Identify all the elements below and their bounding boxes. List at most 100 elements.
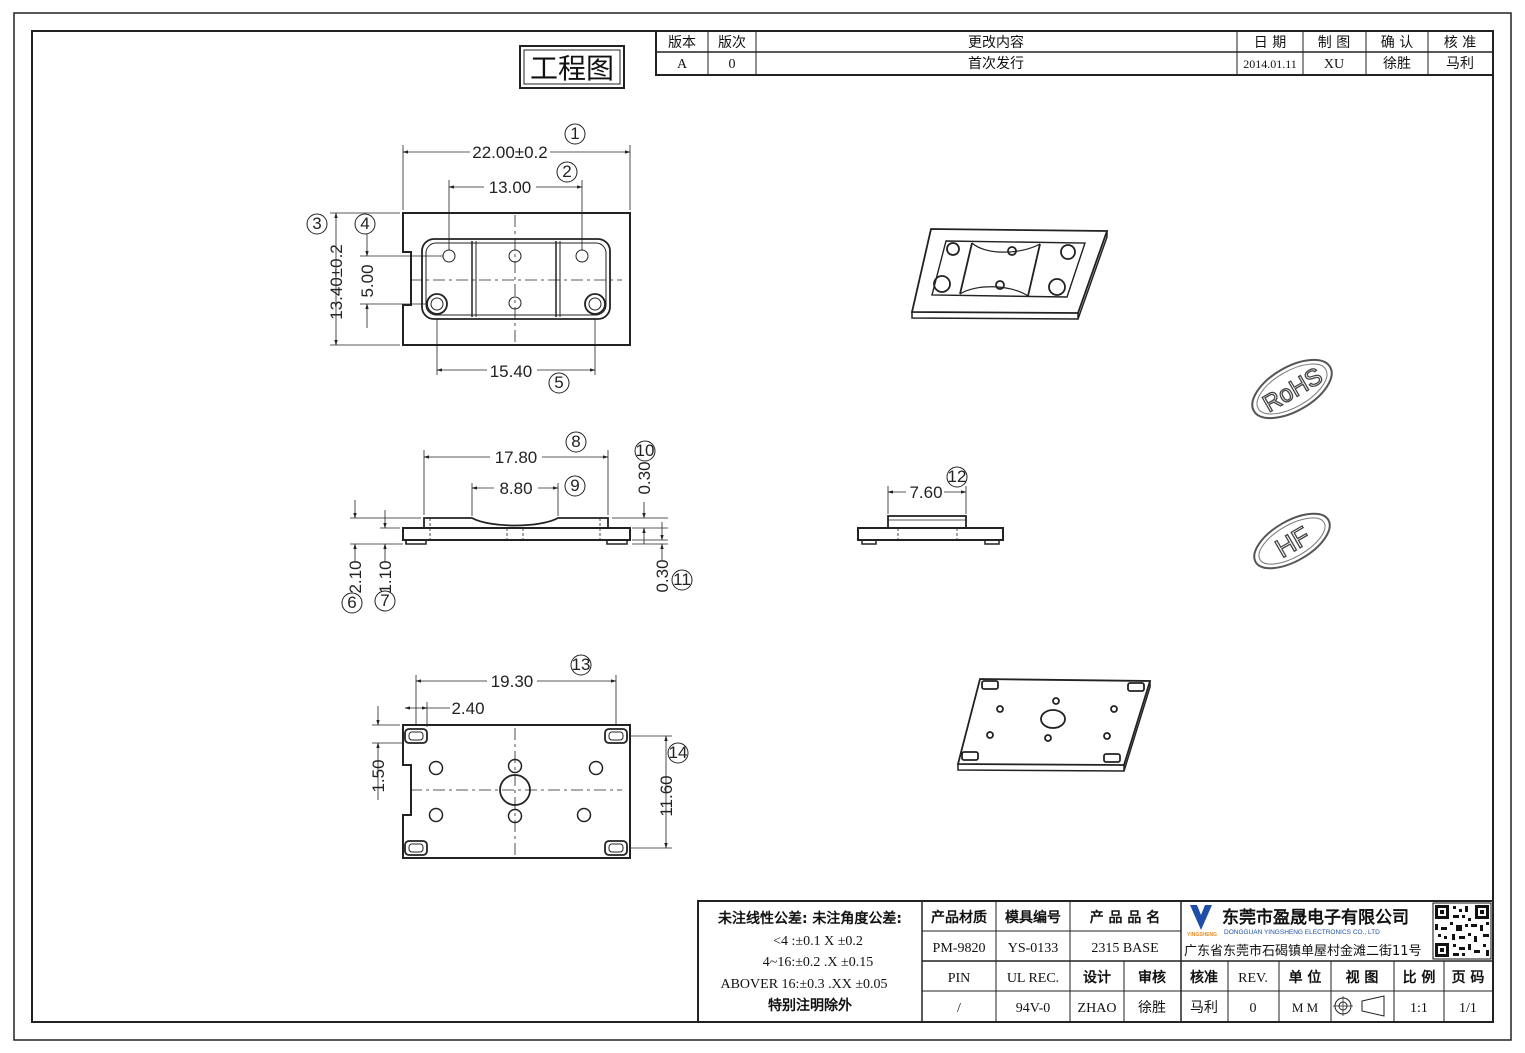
svg-text:5: 5 — [554, 373, 563, 392]
svg-text:11: 11 — [673, 570, 691, 589]
svg-text:更改内容: 更改内容 — [968, 34, 1024, 51]
svg-text:模具编号: 模具编号 — [1005, 909, 1061, 926]
svg-text:10: 10 — [636, 441, 655, 460]
revision-table — [655, 30, 1494, 76]
svg-text:4: 4 — [360, 214, 369, 233]
svg-text:12: 12 — [948, 467, 967, 486]
svg-text:制 图: 制 图 — [1318, 35, 1350, 51]
svg-text:徐胜: 徐胜 — [1383, 56, 1411, 72]
svg-text:7: 7 — [380, 591, 389, 610]
svg-text:9: 9 — [570, 476, 579, 495]
svg-text:UL REC.: UL REC. — [1007, 971, 1059, 986]
svg-text:ZHAO: ZHAO — [1078, 1001, 1117, 1016]
svg-text:未注线性公差: 未注角度公差:: 未注线性公差: 未注角度公差: — [718, 910, 902, 927]
svg-text:产品材质: 产品材质 — [931, 909, 987, 926]
svg-text:A: A — [677, 57, 688, 72]
svg-text:4~16:±0.2 .X ±0.15: 4~16:±0.2 .X ±0.15 — [763, 955, 873, 970]
svg-text:产 品 品 名: 产 品 品 名 — [1090, 909, 1161, 926]
side-view — [350, 450, 668, 562]
svg-text:YS-0133: YS-0133 — [1008, 941, 1059, 956]
top-view-dims: 22.00±0.2 13.00 15.40 13.40±0.2 5.00 — [327, 142, 550, 381]
dim-12: 7.60 — [909, 483, 942, 502]
tolerance-notes: 未注线性公差: 未注角度公差: <4 :±0.1 X ±0.2 4~16:±0.… — [718, 910, 902, 1014]
svg-text:日 期: 日 期 — [1254, 35, 1286, 51]
svg-text:2014.01.11: 2014.01.11 — [1243, 57, 1297, 71]
dim-3: 13.40±0.2 — [327, 244, 346, 320]
svg-text:单 位: 单 位 — [1289, 969, 1322, 986]
svg-text:马利: 马利 — [1446, 56, 1474, 72]
dim-2-40: 2.40 — [451, 699, 484, 718]
svg-text:版次: 版次 — [718, 35, 746, 51]
dim-5: 15.40 — [490, 362, 533, 381]
dim-14: 11.60 — [657, 775, 676, 816]
dim-8: 17.80 — [495, 448, 538, 467]
svg-text:核准: 核准 — [1190, 969, 1218, 986]
svg-text:/: / — [957, 1001, 961, 1016]
title-block — [697, 900, 1494, 1023]
hf-mark: HF — [1253, 512, 1331, 570]
svg-text:3: 3 — [312, 214, 321, 233]
revision-headers: 版本 版次 更改内容 日 期 制 图 确 认 核 准 — [668, 34, 1476, 51]
dim-6: 2.10 — [346, 560, 365, 593]
dim-1-50: 1.50 — [369, 759, 388, 792]
dim-7: 1.10 — [376, 560, 395, 593]
svg-text:2: 2 — [562, 162, 571, 181]
company-name: 东莞市盈晟电子有限公司 — [1222, 907, 1409, 928]
svg-text:14: 14 — [669, 743, 688, 762]
svg-text:核 准: 核 准 — [1444, 35, 1476, 51]
title-block-fields: 产品材质 模具编号 产 品 品 名 PM-9820 YS-0133 2315 B… — [931, 909, 1484, 1016]
revision-row: A 0 首次发行 2014.01.11 XU 徐胜 马利 — [677, 56, 1474, 72]
dim-1: 22.00±0.2 — [472, 143, 548, 162]
sheet-border-outer — [13, 12, 1512, 1041]
svg-text:0: 0 — [1250, 1001, 1257, 1016]
isometric-bottom — [956, 678, 1152, 772]
svg-text:马利: 马利 — [1190, 1000, 1218, 1016]
front-view-dims: 7.60 — [906, 482, 944, 502]
svg-text:视 图: 视 图 — [1346, 969, 1379, 986]
svg-text:审核: 审核 — [1138, 969, 1166, 986]
svg-text:页 码: 页 码 — [1452, 970, 1485, 986]
company-address: 广东省东莞市石碣镇单屋村金滩二街11号 — [1184, 943, 1422, 959]
balloon-labels: 1 2 3 4 5 6 7 8 9 10 11 12 13 14 — [312, 124, 966, 762]
company-logo-icon: YINGSHENG — [1187, 904, 1217, 938]
bottom-view — [372, 675, 672, 859]
svg-text:徐胜: 徐胜 — [1138, 1000, 1166, 1016]
isometric-top — [910, 228, 1109, 320]
svg-text:2315 BASE: 2315 BASE — [1091, 941, 1158, 956]
bottom-view-dims: 19.30 2.40 1.50 11.60 — [369, 671, 676, 817]
svg-text:REV.: REV. — [1238, 971, 1268, 986]
svg-text:1:1: 1:1 — [1410, 1001, 1428, 1016]
stamp-text: 工程图 — [530, 52, 614, 85]
dim-11: 0.30 — [653, 559, 672, 592]
svg-text:94V-0: 94V-0 — [1016, 1001, 1051, 1016]
svg-text:确 认: 确 认 — [1381, 35, 1413, 51]
qr-code-icon — [1432, 902, 1492, 960]
dim-13: 19.30 — [491, 672, 534, 691]
sheet-border-inner — [31, 30, 1494, 1023]
svg-text:M M: M M — [1292, 1000, 1319, 1015]
rohs-mark: RoHS — [1251, 358, 1333, 420]
svg-text:<4 :±0.1 X ±0.2: <4 :±0.1 X ±0.2 — [773, 934, 863, 949]
front-view — [857, 486, 1004, 545]
svg-text:XU: XU — [1324, 57, 1344, 72]
svg-text:RoHS: RoHS — [1258, 363, 1327, 418]
svg-text:设计: 设计 — [1083, 969, 1111, 986]
svg-text:PIN: PIN — [948, 971, 971, 986]
svg-text:6: 6 — [347, 593, 356, 612]
projection-symbol-icon — [1333, 995, 1385, 1017]
svg-text:版本: 版本 — [668, 35, 696, 51]
svg-text:1/1: 1/1 — [1459, 1001, 1477, 1016]
top-view — [330, 145, 631, 375]
side-view-dims: 17.80 8.80 2.10 1.10 0.30 0.30 — [346, 447, 672, 594]
svg-text:ABOVER 16:±0.3 .XX ±0.05: ABOVER 16:±0.3 .XX ±0.05 — [720, 977, 887, 992]
svg-text:首次发行: 首次发行 — [968, 56, 1024, 72]
dim-4: 5.00 — [358, 264, 377, 297]
svg-text:8: 8 — [571, 432, 580, 451]
svg-text:1: 1 — [570, 124, 579, 143]
svg-text:特别注明除外: 特别注明除外 — [768, 997, 852, 1014]
svg-text:PM-9820: PM-9820 — [933, 941, 986, 956]
dim-2: 13.00 — [489, 178, 532, 197]
svg-text:YINGSHENG: YINGSHENG — [1187, 932, 1217, 938]
stamp-box: 工程图 — [519, 45, 625, 89]
